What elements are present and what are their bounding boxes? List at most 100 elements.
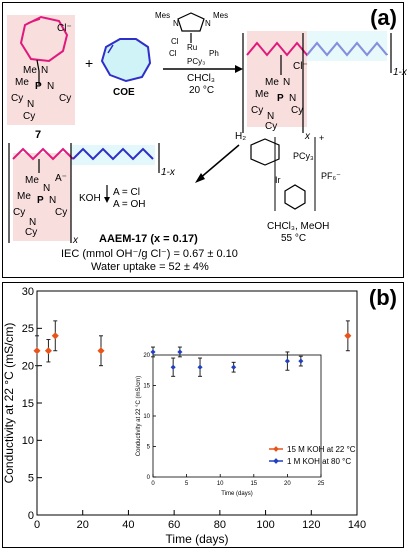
inset-x-tick-label: 25 [318,481,325,487]
plus-sign: + [85,55,94,71]
pendant-me-2: Me [15,77,29,88]
inset-data-point [231,364,237,370]
main-x-tick-label: 20 [77,519,89,531]
main-data-point [51,332,59,340]
catalyst-n-left: N [173,19,179,28]
inset-data-point [170,364,176,370]
monomer-counterion: Cl⁻ [57,23,72,34]
step1-solvent: CHCl₃ [187,73,215,84]
pendant-n-3: N [27,99,35,110]
polymer-highlight [247,31,307,127]
catalyst-cl-2: Cl [169,49,177,58]
polymer-me-2: Me [255,89,269,100]
main-y-tick-label: 5 [28,473,34,485]
inset-y-axis-label: Conductivity at 22 °C (mS/cm) [136,376,142,456]
main-y-tick-label: 0 [28,510,34,522]
inset-y-tick-label: 10 [143,414,150,420]
ring-double-bond [27,18,41,24]
polymer-counterion: Cl⁻ [293,61,308,72]
polymer-subscript-1x: 1-x [393,67,407,78]
inset-data-point [177,349,183,355]
catalyst-pcy3: PCy₃ [187,57,206,66]
coe-ring [100,38,152,83]
polymer-n-1: N [283,77,291,88]
scheme-panel-a: (a) Cl⁻ Me N Me P N Cy Cy N Cy 7 + COE M… [2,2,407,278]
inset-y-tick-label: 5 [147,445,151,451]
polymer-me-1: Me [265,77,279,88]
inset-y-tick-label: 15 [143,384,150,390]
panel-a-tag: (a) [370,5,397,30]
product-backbone-pink [12,147,74,161]
main-x-tick-label: 40 [122,519,134,531]
inset-x-tick-label: 20 [284,481,291,487]
cyclooctene-ring-monomer [19,15,69,63]
product-n-1: N [43,183,51,194]
product-me-1: Me [25,175,39,186]
inset-x-tick-label: 15 [250,481,257,487]
nhc-ring [177,12,205,32]
catalyst-mes-left: Mes [155,11,171,20]
pendant-p: P [35,81,42,92]
product-subscript-1x: 1-x [161,167,175,178]
product-anion: A⁻ [55,173,67,184]
pyridine-ring [284,184,306,210]
step2-hydrogen: H₂ [235,131,247,142]
reaction-arrow-1-head [235,65,243,73]
coe-segment-highlight-top [307,31,387,61]
panel-b-tag: (b) [368,285,397,310]
product-p: P [37,195,44,206]
main-data-point [33,347,41,355]
product-highlight [13,153,71,241]
main-x-tick-label: 120 [302,519,320,531]
coe-label: COE [113,87,135,98]
scheme-drawing [7,12,392,243]
monomer-highlight [7,15,75,125]
koh-label: KOH [79,193,101,204]
reaction-arrow-2-head [195,173,205,183]
main-y-tick-label: 20 [22,361,34,373]
pendant-cy-2: Cy [59,93,72,104]
product-cy-1: Cy [13,207,26,218]
crabtree-pcy3: PCy₃ [293,151,314,161]
main-x-tick-label: 0 [34,519,40,531]
catalyst-n-right: N [205,19,211,28]
step1-temperature: 20 °C [189,85,215,96]
inset-y-tick-label: 20 [143,353,150,359]
inset-x-tick-label: 10 [217,481,224,487]
product-cy-3: Cy [25,227,38,238]
product-cy-2: Cy [55,207,68,218]
inset-x-axis-label: Time (days) [221,491,252,497]
polymer-name: AAEM-17 (x = 0.17) [99,233,198,245]
polymer-n-3: N [267,111,275,122]
main-x-tick-label: 80 [214,519,226,531]
monomer-number: 7 [35,129,42,141]
main-y-tick-label: 15 [22,398,34,410]
inset-x-tick-label: 0 [151,481,155,487]
legend-entry: 1 M KOH at 80 °C [287,457,351,466]
main-x-axis-label: Time (days) [166,532,229,546]
cod-ligand [250,138,280,166]
main-x-tick-label: 100 [256,519,274,531]
inset-data-point [284,358,290,364]
main-data-point [97,347,105,355]
polymer-cy-2: Cy [291,105,304,116]
product-subscript-x: x [73,235,78,246]
product-backbone-blue [72,147,154,161]
main-x-tick-label: 60 [168,519,180,531]
step2-temperature: 55 °C [281,233,307,244]
monomer-linker [36,59,40,72]
step2-solvent: CHCl₃, MeOH [267,221,330,232]
coe-double-bond [107,44,114,54]
product-n-3: N [29,217,37,228]
inset-x-tick-label: 5 [185,481,189,487]
main-y-tick-label: 30 [22,286,34,298]
main-data-point [344,332,352,340]
pendant-n-2: N [47,81,55,92]
main-y-tick-label: 10 [22,435,34,447]
polymer-cy-1: Cy [251,105,264,116]
pendant-me-1: Me [23,65,37,76]
polymer-cy-3: Cy [265,121,278,132]
crabtree-charge: + [319,133,325,143]
main-x-tick-label: 140 [348,519,366,531]
